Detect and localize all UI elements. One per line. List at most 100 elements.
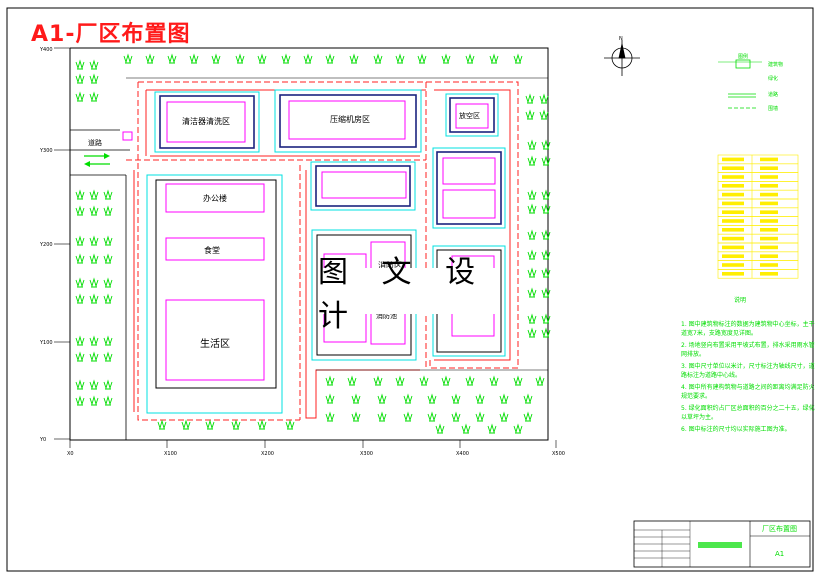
grid-y-labels: Y400 Y300 Y200 Y100 Y0 xyxy=(39,47,53,443)
grass-icon xyxy=(451,411,461,422)
grass-icon xyxy=(211,53,221,64)
grass-icon xyxy=(403,411,413,422)
grid-x-label: X500 xyxy=(552,451,565,457)
grass-icon xyxy=(103,293,113,304)
grass-icon xyxy=(89,277,99,288)
grass-icon xyxy=(541,249,551,260)
grass-icon xyxy=(475,393,485,404)
grass-icon xyxy=(89,335,99,346)
grass-icon xyxy=(541,155,551,166)
grass-icon xyxy=(145,53,155,64)
title-block: 厂区布置图 A1 xyxy=(633,520,811,568)
grass-icon xyxy=(513,53,523,64)
grass-icon xyxy=(89,73,99,84)
sheet-border xyxy=(6,7,814,572)
grass-icon xyxy=(541,313,551,324)
grass-icon xyxy=(489,53,499,64)
grass-icon xyxy=(373,375,383,386)
grass-icon xyxy=(525,109,535,120)
grass-icon xyxy=(189,53,199,64)
grass-icon xyxy=(451,393,461,404)
zone-label: 压缩机房区 xyxy=(330,114,370,124)
grass-icon xyxy=(541,203,551,214)
grass-icon xyxy=(75,59,85,70)
building-right-upper xyxy=(432,147,506,229)
grass-icon xyxy=(527,203,537,214)
grass-icon xyxy=(89,91,99,102)
building-living-zone: 办公楼 食堂 生活区 xyxy=(146,174,283,414)
grid-x-label: X300 xyxy=(360,451,373,457)
legend-item: 绿化 xyxy=(768,75,778,82)
coordinate-table xyxy=(717,154,799,279)
grass-icon xyxy=(527,313,537,324)
legend-item: 道路 xyxy=(768,91,778,98)
legend-title: 图例 xyxy=(738,53,748,60)
legend-item: 建筑物 xyxy=(768,61,783,68)
grass-icon xyxy=(535,375,545,386)
grass-icon xyxy=(527,327,537,338)
zone-label: 生活区 xyxy=(200,337,230,350)
grid-x-label: X100 xyxy=(164,451,177,457)
grid-y-label: Y400 xyxy=(39,47,53,53)
grass-icon xyxy=(235,53,245,64)
grass-icon xyxy=(205,419,215,430)
grass-icon xyxy=(475,411,485,422)
grass-icon xyxy=(89,235,99,246)
grass-icon xyxy=(489,375,499,386)
grass-icon xyxy=(541,139,551,150)
notes: 说明 xyxy=(734,296,746,304)
grass-icon xyxy=(527,189,537,200)
grass-icon xyxy=(75,73,85,84)
green-area xyxy=(75,53,551,434)
grass-icon xyxy=(75,293,85,304)
grass-icon xyxy=(89,395,99,406)
grass-icon xyxy=(499,393,509,404)
grass-icon xyxy=(103,205,113,216)
grass-icon xyxy=(325,393,335,404)
grass-icon xyxy=(181,419,191,430)
grass-icon xyxy=(75,91,85,102)
grass-icon xyxy=(75,351,85,362)
grass-icon xyxy=(403,393,413,404)
building-cleaner-room: 清洁器清洗区 xyxy=(154,91,260,153)
table-row xyxy=(717,269,799,279)
grass-icon xyxy=(527,267,537,278)
legend-building-symbol xyxy=(735,59,751,69)
grid-x-labels: X0 X100 X200 X300 X400 X500 xyxy=(67,451,565,457)
grass-icon xyxy=(499,411,509,422)
zone-label: 放空区 xyxy=(459,111,480,120)
grass-icon xyxy=(441,53,451,64)
grass-icon xyxy=(167,53,177,64)
grass-icon xyxy=(395,375,405,386)
grass-icon xyxy=(487,423,497,434)
grass-icon xyxy=(89,379,99,390)
grass-icon xyxy=(373,53,383,64)
grass-icon xyxy=(525,93,535,104)
grass-icon xyxy=(541,287,551,298)
sheet-size: A1 xyxy=(775,550,784,558)
grass-icon xyxy=(419,375,429,386)
grass-icon xyxy=(103,253,113,264)
zone-label: 食堂 xyxy=(204,245,220,255)
grass-icon xyxy=(89,293,99,304)
grass-icon xyxy=(75,253,85,264)
north-arrow-icon: N xyxy=(604,36,640,76)
grass-icon xyxy=(75,335,85,346)
grass-icon xyxy=(257,53,267,64)
grass-icon xyxy=(513,423,523,434)
grass-icon xyxy=(325,53,335,64)
grass-icon xyxy=(539,109,549,120)
grid-y-label: Y0 xyxy=(39,437,46,443)
grass-icon xyxy=(75,277,85,288)
grass-icon xyxy=(527,287,537,298)
grass-icon xyxy=(325,411,335,422)
zone-label: 清洁器清洗区 xyxy=(182,116,230,126)
grass-icon xyxy=(75,395,85,406)
grid-ticks xyxy=(54,47,557,448)
grass-icon xyxy=(103,351,113,362)
grass-icon xyxy=(123,53,133,64)
drawing-name: 厂区布置图 xyxy=(762,524,797,533)
grass-icon xyxy=(351,411,361,422)
